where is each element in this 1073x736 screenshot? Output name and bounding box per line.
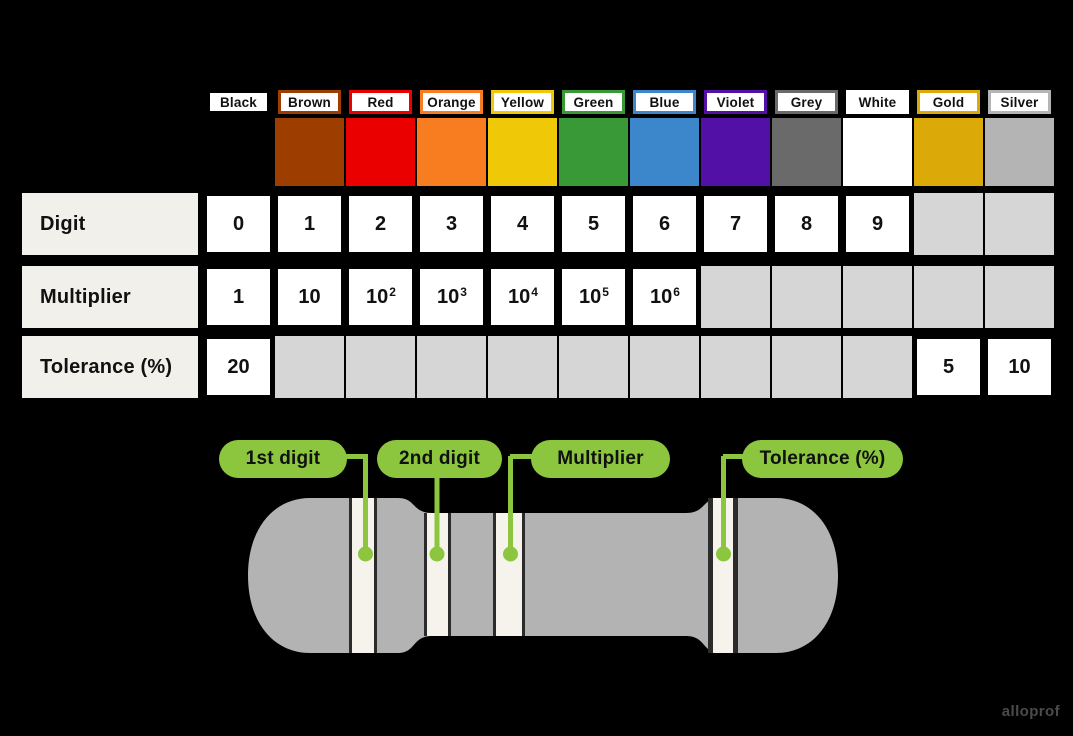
connector-line [721,456,726,554]
column-label-red: Red [349,90,412,114]
color-swatch-blue [630,118,699,186]
resistor-band-1 [349,498,377,653]
multiplier-cell-empty-violet [701,266,770,328]
connector-3 [503,454,538,562]
connector-line [434,470,440,554]
multiplier-cell-empty-white [843,266,912,328]
digit-cell-green: 5 [562,196,625,252]
tolerance-cell-black: 20 [207,339,270,395]
connector-2 [429,470,445,562]
tolerance-cell-empty-green [559,336,628,398]
digit-cell-orange: 3 [420,196,483,252]
tolerance-cell-empty-red [346,336,415,398]
tolerance-cell-empty-yellow [488,336,557,398]
digit-cell-brown: 1 [278,196,341,252]
digit-cell-black: 0 [207,196,270,252]
color-swatch-grey [772,118,841,186]
color-swatch-brown [275,118,344,186]
column-label-green: Green [562,90,625,114]
connector-line [508,456,513,554]
connector-4 [716,454,750,562]
color-swatch-gold [914,118,983,186]
column-label-gold: Gold [917,90,980,114]
band-fill [713,498,733,653]
digit-cell-yellow: 4 [491,196,554,252]
color-swatch-silver [985,118,1054,186]
column-label-violet: Violet [704,90,767,114]
connector-dot [716,546,731,562]
color-swatch-red [346,118,415,186]
connector-dot [429,546,445,562]
tolerance-cell-empty-white [843,336,912,398]
multiplier-base: 10 [650,285,673,308]
tolerance-cell-empty-brown [275,336,344,398]
color-swatch-white [843,118,912,186]
color-swatch-black [204,118,273,186]
connector-stub [340,454,368,459]
row-header-digit: Digit [22,193,198,255]
column-label-yellow: Yellow [491,90,554,114]
connector-1 [340,454,373,562]
column-label-silver: Silver [988,90,1051,114]
color-swatch-violet [701,118,770,186]
digit-cell-empty-gold [914,193,983,255]
color-swatch-yellow [488,118,557,186]
tolerance-cell-empty-violet [701,336,770,398]
column-label-grey: Grey [775,90,838,114]
connector-stub [723,454,750,459]
connector-stub [510,454,538,459]
multiplier-base: 10 [366,285,389,308]
multiplier-cell-empty-silver [985,266,1054,328]
tolerance-cell-empty-blue [630,336,699,398]
alloprof-logo: alloprof [1001,703,1060,720]
digit-cell-grey: 8 [775,196,838,252]
multiplier-cell-empty-grey [772,266,841,328]
tolerance-cell-silver: 10 [988,339,1051,395]
digit-cell-white: 9 [846,196,909,252]
band-fill [427,513,448,636]
connector-dot [503,546,518,562]
multiplier-base: 10 [508,285,531,308]
digit-cell-red: 2 [349,196,412,252]
resistor-bands [349,498,738,653]
multiplier-base: 10 [298,285,321,308]
tolerance-cell-empty-orange [417,336,486,398]
tolerance-cell-empty-grey [772,336,841,398]
column-label-orange: Orange [420,90,483,114]
multiplier-cell-black: 1 [207,269,270,325]
digit-cell-empty-silver [985,193,1054,255]
label-connectors [340,454,750,562]
resistor-band-4 [708,498,738,653]
digit-cell-blue: 6 [633,196,696,252]
multiplier-base: 10 [579,285,602,308]
row-header-tolerance: Tolerance (%) [22,336,198,398]
digit-cell-violet: 7 [704,196,767,252]
resistor-body [248,498,838,653]
multiplier-base: 10 [437,285,460,308]
column-label-blue: Blue [633,90,696,114]
multiplier-base: 1 [232,285,245,308]
band-fill [352,498,374,653]
row-header-multiplier: Multiplier [22,266,198,328]
resistor-band-2 [424,513,451,636]
color-swatch-green [559,118,628,186]
connector-line [363,456,368,554]
tolerance-cell-gold: 5 [917,339,980,395]
column-label-black: Black [207,90,270,114]
color-swatch-orange [417,118,486,186]
column-label-white: White [846,90,909,114]
connector-dot [358,546,373,562]
multiplier-cell-brown: 10 [278,269,341,325]
column-label-brown: Brown [278,90,341,114]
multiplier-cell-empty-gold [914,266,983,328]
